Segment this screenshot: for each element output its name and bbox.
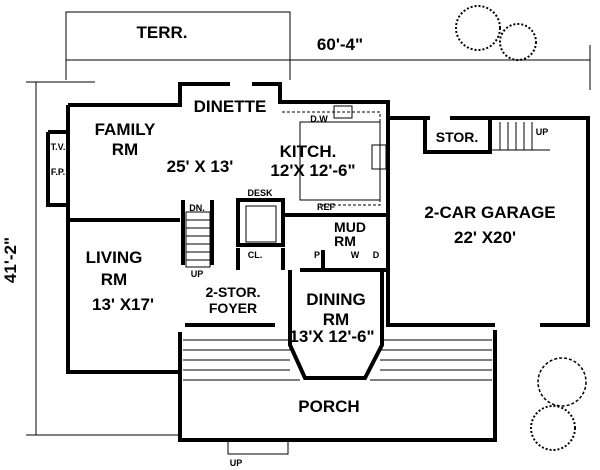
refrigerator-label: REF	[317, 202, 336, 212]
porch-deck	[178, 330, 497, 455]
dining-room-size: 13'X 12'-6"	[289, 327, 374, 346]
width-dimension-label: 60'-4"	[317, 35, 363, 54]
dryer-label: D	[373, 250, 380, 260]
terrace-outline	[65, 11, 291, 80]
tree-icon	[530, 357, 587, 451]
dinette-label: DINETTE	[194, 97, 267, 116]
sink-icon	[333, 105, 353, 119]
dining-room-label-2: RM	[323, 310, 349, 329]
garage-label: 2-CAR GARAGE	[424, 203, 555, 222]
garage-stairs-up-label: UP	[536, 127, 549, 137]
living-room-label: LIVING	[86, 248, 143, 267]
family-room-label: FAMILY	[95, 120, 156, 139]
kitchen-size: 12'X 12'-6"	[270, 161, 355, 180]
dining-room-label: DINING	[306, 290, 366, 309]
storage-label: STOR.	[436, 129, 479, 145]
closet-label: CL.	[248, 250, 263, 260]
mud-room-label: MUD	[334, 219, 366, 235]
width-dimension-line	[65, 45, 591, 90]
dishwasher-label: D.W	[310, 114, 328, 124]
porch-label: PORCH	[298, 397, 359, 416]
garage-stairs	[490, 122, 550, 151]
family-room-label-2: RM	[112, 140, 138, 159]
foyer-stairs	[185, 211, 211, 268]
tree-icon	[455, 5, 537, 61]
porch-up-label: UP	[230, 458, 243, 468]
fireplace-label: F.P.	[51, 167, 65, 177]
terrace-label: TERR.	[137, 23, 188, 42]
kitchen-island	[299, 121, 381, 201]
tv-label: T.V.	[51, 142, 66, 152]
stairs-up-label: UP	[191, 269, 204, 279]
family-room-size: 25' X 13'	[167, 157, 234, 176]
pantry-label: P	[314, 250, 320, 260]
living-room-size: 13' X17'	[92, 295, 154, 314]
depth-dimension-line	[26, 81, 180, 436]
living-room-label-2: RM	[101, 270, 127, 289]
foyer-label: 2-STOR.	[206, 284, 261, 300]
stairs-down-label: DN.	[189, 203, 205, 213]
depth-dimension-label: 41'-2"	[1, 237, 20, 283]
interior-walls	[181, 198, 388, 380]
desk-label: DESK	[247, 188, 273, 198]
foyer-label-2: FOYER	[209, 300, 257, 316]
bathroom-icon	[245, 205, 277, 243]
range-icon	[371, 144, 387, 170]
garage-size: 22' X20'	[454, 228, 516, 247]
kitchen-label: KITCH.	[280, 142, 337, 161]
mud-room-label-2: RM	[334, 233, 356, 249]
kitchen-counter	[282, 111, 381, 206]
washer-label: W	[351, 250, 360, 260]
exterior-walls	[46, 82, 590, 374]
